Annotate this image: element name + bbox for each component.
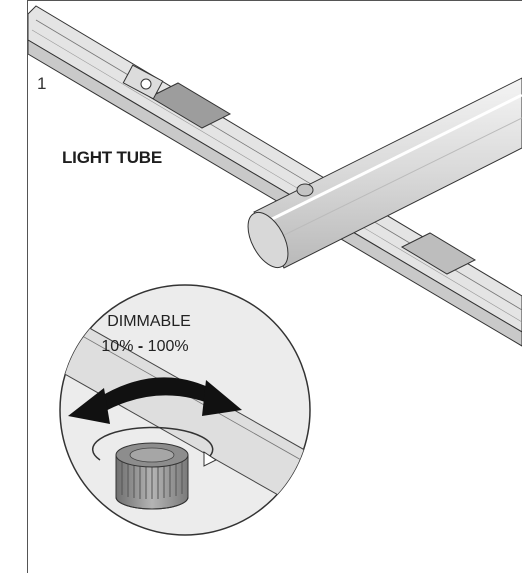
dimmer-knob <box>115 442 189 510</box>
dimmable-range-max: 100% <box>147 338 189 355</box>
dimmable-range-separator: - <box>137 338 144 355</box>
dimmable-range: 10% - 100% <box>80 338 210 356</box>
light-tube-label: LIGHT TUBE <box>62 148 162 167</box>
light-tube <box>247 77 522 269</box>
dimmable-title: DIMMABLE <box>107 313 191 330</box>
rotate-arrow-icon <box>68 377 242 424</box>
dimmable-range-min: 10% <box>101 338 134 355</box>
rail-connector <box>122 64 164 100</box>
frame-top-border <box>27 0 522 1</box>
frame-left-border <box>27 0 28 573</box>
step-number: 1 <box>37 74 47 93</box>
rotate-hint-arrow-icon <box>91 426 217 467</box>
